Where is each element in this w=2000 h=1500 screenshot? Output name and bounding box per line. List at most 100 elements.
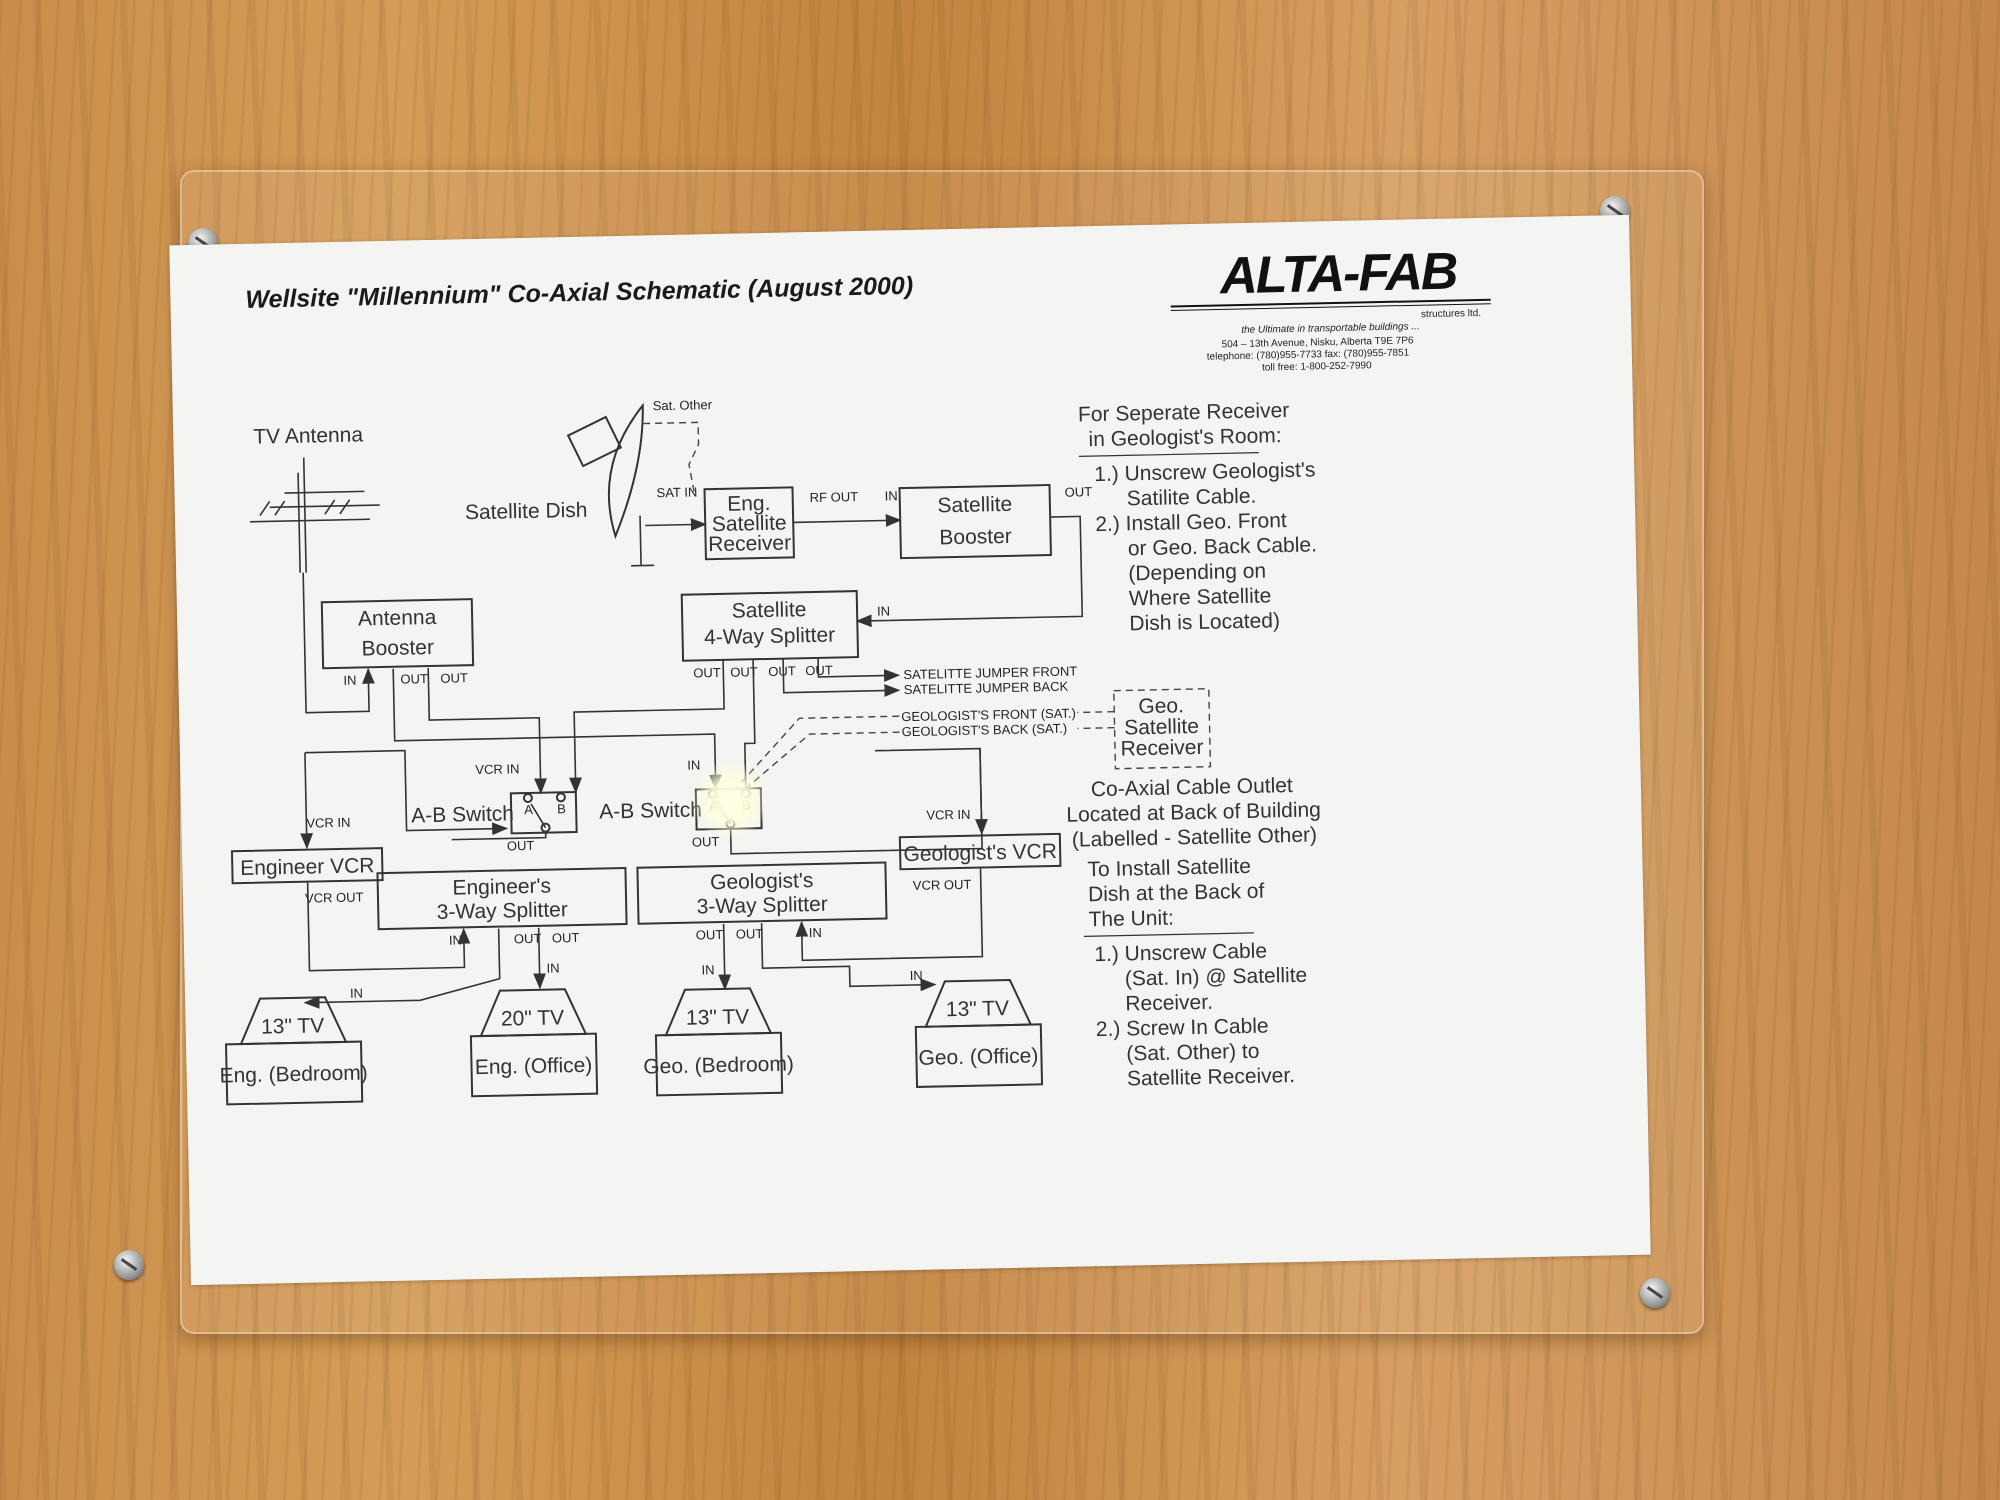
tv-icon: 13" TV Geo. (Bedroom) bbox=[643, 987, 794, 1097]
eng-satellite-receiver: Eng. Satellite Receiver bbox=[703, 486, 795, 561]
svg-text:Geologist's VCR: Geologist's VCR bbox=[903, 840, 1057, 866]
eng-vcr-out-label: VCR OUT bbox=[305, 889, 364, 905]
splitter-out3: OUT bbox=[768, 663, 796, 679]
svg-text:Co-Axial Cable Outlet: Co-Axial Cable Outlet bbox=[1091, 774, 1294, 801]
svg-text:2.) Install Geo. Front: 2.) Install Geo. Front bbox=[1095, 509, 1287, 536]
svg-text:Geo. (Bedroom): Geo. (Bedroom) bbox=[643, 1053, 794, 1079]
svg-text:Booster: Booster bbox=[361, 636, 434, 661]
svg-text:Eng. (Bedroom): Eng. (Bedroom) bbox=[219, 1061, 368, 1087]
svg-text:Satellite: Satellite bbox=[731, 598, 806, 623]
eng-vcr-in-label: VCR IN bbox=[306, 815, 350, 831]
svg-text:13" TV: 13" TV bbox=[686, 1005, 750, 1029]
separate-receiver-notes: For Seperate Receiver in Geologist's Roo… bbox=[1078, 399, 1318, 635]
jumper-back-label: SATELITTE JUMPER BACK bbox=[904, 679, 1069, 697]
svg-text:Satilite Cable.: Satilite Cable. bbox=[1127, 485, 1257, 511]
svg-text:A: A bbox=[709, 798, 718, 813]
svg-text:Engineer VCR: Engineer VCR bbox=[240, 854, 375, 880]
company-logo: ALTA-FAB structures ltd. the Ultimate in… bbox=[1170, 242, 1491, 374]
ab-switch-1: VCR IN A B A-B Switch OUT bbox=[411, 761, 578, 854]
svg-text:Eng.: Eng. bbox=[727, 492, 771, 516]
svg-text:1.) Unscrew Geologist's: 1.) Unscrew Geologist's bbox=[1094, 458, 1316, 486]
schematic-sheet: Wellsite "Millennium" Co-Axial Schematic… bbox=[169, 214, 1651, 1286]
svg-text:3-Way Splitter: 3-Way Splitter bbox=[437, 898, 569, 924]
svg-text:VCR IN: VCR IN bbox=[475, 761, 519, 777]
antenna-booster-in: IN bbox=[343, 673, 356, 688]
ab-switch-2: IN A B A-B Switch OUT bbox=[599, 757, 763, 850]
engineer-vcr: Engineer VCR bbox=[230, 847, 384, 885]
svg-text:Dish at the Back of: Dish at the Back of bbox=[1088, 880, 1265, 907]
svg-text:structures ltd.: structures ltd. bbox=[1421, 308, 1481, 320]
svg-text:Satellite Dish: Satellite Dish bbox=[465, 499, 588, 525]
svg-text:504 – 13th Avenue, Nisku, Albe: 504 – 13th Avenue, Nisku, Alberta T9E 7P… bbox=[1221, 335, 1414, 350]
cable-outlet-notes: Co-Axial Cable Outlet Located at Back of… bbox=[1066, 774, 1321, 1091]
tv1-in: IN bbox=[350, 986, 363, 1001]
svg-text:1.) Unscrew Cable: 1.) Unscrew Cable bbox=[1094, 940, 1267, 967]
booster-in-label: IN bbox=[885, 488, 898, 503]
booster-out-label: OUT bbox=[1064, 484, 1092, 500]
svg-text:Geologist's: Geologist's bbox=[710, 869, 814, 894]
geo-vcr-out-label: VCR OUT bbox=[913, 877, 972, 893]
splitter-out2: OUT bbox=[730, 664, 758, 680]
engineers-3way-splitter: Engineer's 3-Way Splitter bbox=[376, 866, 628, 931]
svg-text:(Depending on: (Depending on bbox=[1128, 560, 1266, 586]
satellite-dish-icon: Satellite Dish bbox=[465, 402, 655, 567]
svg-text:Geo.: Geo. bbox=[1138, 694, 1184, 718]
tv-icon: 13" TV Eng. (Bedroom) bbox=[219, 996, 368, 1106]
svg-text:Receiver: Receiver bbox=[708, 531, 791, 556]
svg-text:(Sat. In) @ Satellite: (Sat. In) @ Satellite bbox=[1125, 964, 1308, 991]
antenna-booster: Antenna Booster bbox=[320, 598, 475, 670]
svg-text:or Geo. Back Cable.: or Geo. Back Cable. bbox=[1128, 533, 1318, 560]
tv-icon: 13" TV Geo. (Office) bbox=[914, 978, 1044, 1088]
svg-text:Satellite Receiver.: Satellite Receiver. bbox=[1127, 1064, 1296, 1091]
geo-splitter-out2: OUT bbox=[736, 926, 764, 942]
splitter-out1: OUT bbox=[693, 665, 721, 681]
svg-text:20" TV: 20" TV bbox=[501, 1006, 565, 1030]
svg-text:Dish is Located): Dish is Located) bbox=[1129, 609, 1280, 635]
svg-text:Receiver.: Receiver. bbox=[1125, 991, 1213, 1016]
svg-text:Satellite: Satellite bbox=[937, 493, 1012, 518]
splitter-in: IN bbox=[877, 603, 890, 618]
jumper-front-label: SATELITTE JUMPER FRONT bbox=[903, 663, 1077, 682]
tv2-in: IN bbox=[546, 960, 559, 975]
svg-text:Eng. (Office): Eng. (Office) bbox=[475, 1054, 593, 1079]
svg-text:ALTA-FAB: ALTA-FAB bbox=[1218, 242, 1458, 305]
svg-text:(Sat. Other) to: (Sat. Other) to bbox=[1126, 1040, 1259, 1066]
geo-splitter-out1: OUT bbox=[696, 927, 724, 943]
svg-text:TV Antenna: TV Antenna bbox=[253, 423, 364, 448]
geo-splitter-in: IN bbox=[809, 925, 822, 940]
svg-text:B: B bbox=[742, 797, 751, 812]
svg-text:For Seperate Receiver: For Seperate Receiver bbox=[1078, 399, 1290, 426]
tv-antenna-icon: TV Antenna bbox=[250, 423, 380, 573]
page-title: Wellsite "Millennium" Co-Axial Schematic… bbox=[245, 272, 913, 314]
svg-text:Antenna: Antenna bbox=[358, 606, 437, 631]
satellite-booster: Satellite Booster bbox=[898, 484, 1052, 560]
screw-icon bbox=[114, 1250, 144, 1280]
svg-text:telephone: (780)955-7733 fax:: telephone: (780)955-7733 fax: (780)955-7… bbox=[1207, 347, 1410, 362]
svg-text:toll free: 1-800-252-7990: toll free: 1-800-252-7990 bbox=[1262, 360, 1372, 373]
svg-text:Booster: Booster bbox=[939, 525, 1012, 550]
svg-text:Where Satellite: Where Satellite bbox=[1129, 584, 1272, 610]
eng-splitter-in: IN bbox=[449, 932, 462, 947]
eng-splitter-out1: OUT bbox=[514, 931, 542, 947]
screw-icon bbox=[1640, 1278, 1670, 1308]
svg-text:Satellite: Satellite bbox=[712, 512, 787, 537]
tv4-in: IN bbox=[910, 968, 923, 983]
svg-text:the Ultimate in transportable: the Ultimate in transportable buildings … bbox=[1241, 321, 1420, 336]
svg-text:To Install Satellite: To Install Satellite bbox=[1087, 855, 1251, 881]
geo-back-label: GEOLOGIST'S BACK (SAT.) bbox=[901, 721, 1067, 739]
eng-splitter-out2: OUT bbox=[552, 930, 580, 946]
svg-text:A: A bbox=[524, 802, 533, 817]
svg-text:(Labelled - Satellite Other): (Labelled - Satellite Other) bbox=[1072, 823, 1318, 851]
tv3-in: IN bbox=[701, 962, 714, 977]
geologists-3way-splitter: Geologist's 3-Way Splitter bbox=[636, 861, 888, 925]
rf-out-label: RF OUT bbox=[810, 489, 859, 505]
svg-text:Geo. (Office): Geo. (Office) bbox=[918, 1044, 1038, 1070]
svg-text:OUT: OUT bbox=[507, 838, 535, 854]
svg-text:IN: IN bbox=[687, 757, 700, 772]
svg-text:in Geologist's Room:: in Geologist's Room: bbox=[1088, 424, 1282, 451]
svg-text:3-Way Splitter: 3-Way Splitter bbox=[696, 893, 828, 919]
geo-satellite-receiver: Geo. Satellite Receiver bbox=[1113, 688, 1212, 770]
sat-in-label: SAT IN bbox=[656, 484, 697, 500]
svg-text:OUT: OUT bbox=[692, 834, 720, 850]
antenna-booster-out2: OUT bbox=[440, 670, 468, 686]
